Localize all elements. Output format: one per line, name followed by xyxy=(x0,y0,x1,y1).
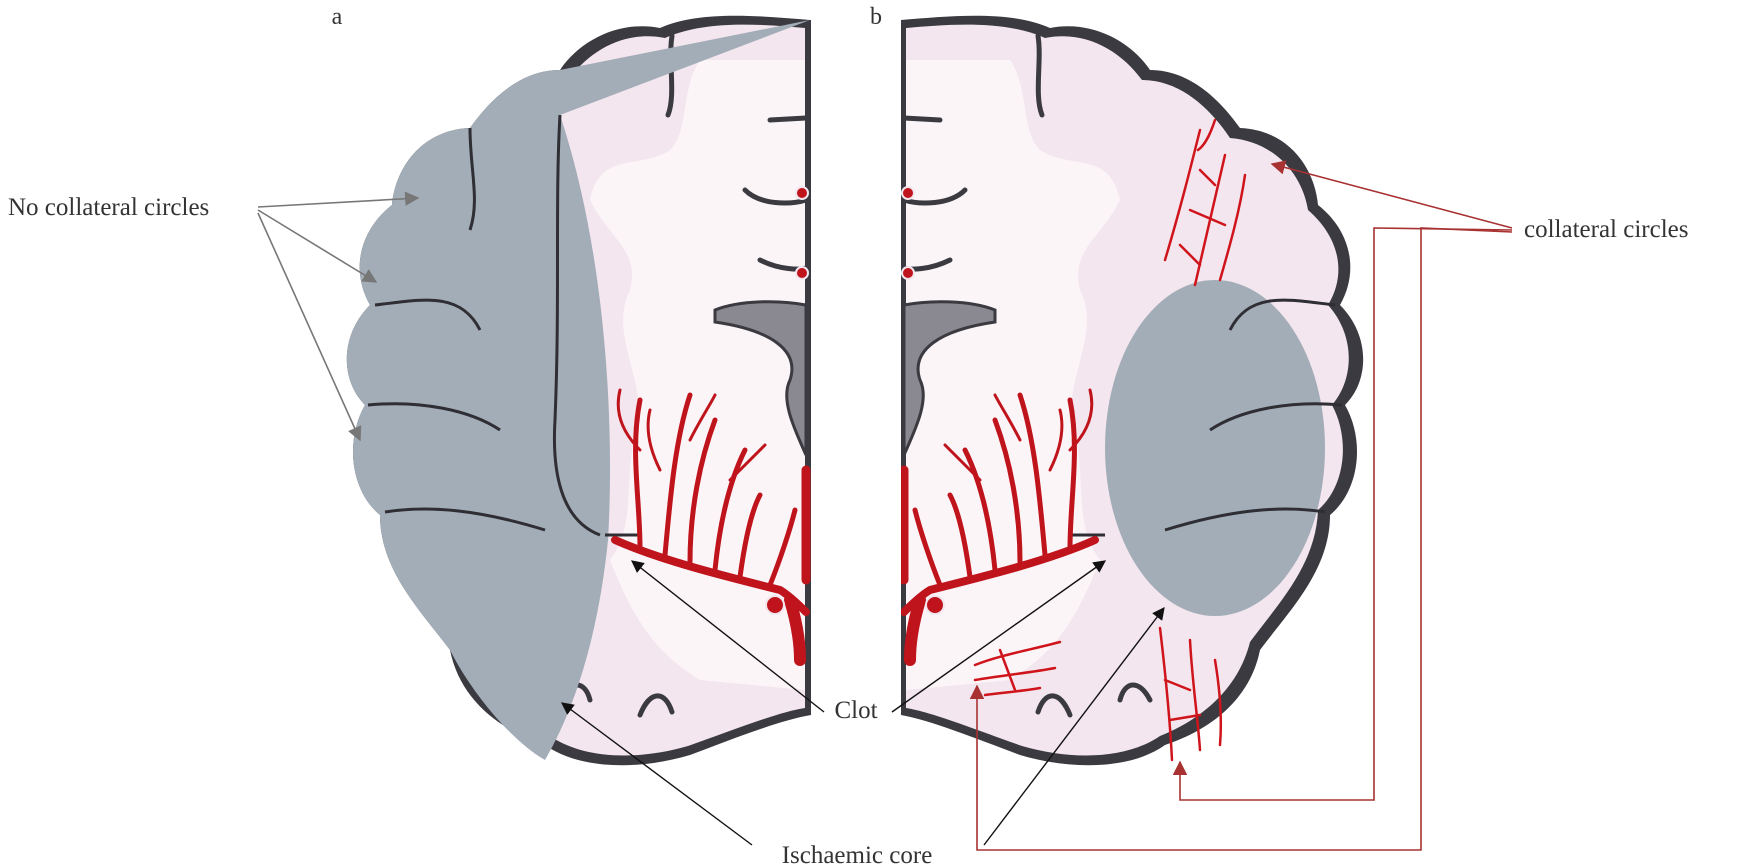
panel-b: b xyxy=(870,4,1363,765)
hemisphere-left xyxy=(347,16,811,766)
hemisphere-right xyxy=(901,16,1363,766)
left-artery-dot-3 xyxy=(766,596,784,614)
panel-a: a xyxy=(332,4,811,765)
left-artery-dot-2 xyxy=(796,267,808,279)
label-collateral-circles: collateral circles xyxy=(1524,216,1688,243)
right-artery-dot-1 xyxy=(902,187,914,199)
panel-a-letter: a xyxy=(332,4,343,30)
right-infarct-core xyxy=(1105,280,1325,616)
left-artery-dot-1 xyxy=(796,187,808,199)
arrow-no-collateral-2 xyxy=(258,210,376,282)
arrow-no-collateral-3 xyxy=(258,213,360,440)
panel-b-letter: b xyxy=(870,4,882,30)
right-artery-dot-2 xyxy=(902,267,914,279)
right-artery-dot-3 xyxy=(926,596,944,614)
no-collateral-callout: No collateral circles xyxy=(8,194,418,440)
label-ischaemic-core: Ischaemic core xyxy=(782,842,933,867)
label-clot: Clot xyxy=(834,697,877,724)
label-no-collateral-circles: No collateral circles xyxy=(8,194,209,221)
